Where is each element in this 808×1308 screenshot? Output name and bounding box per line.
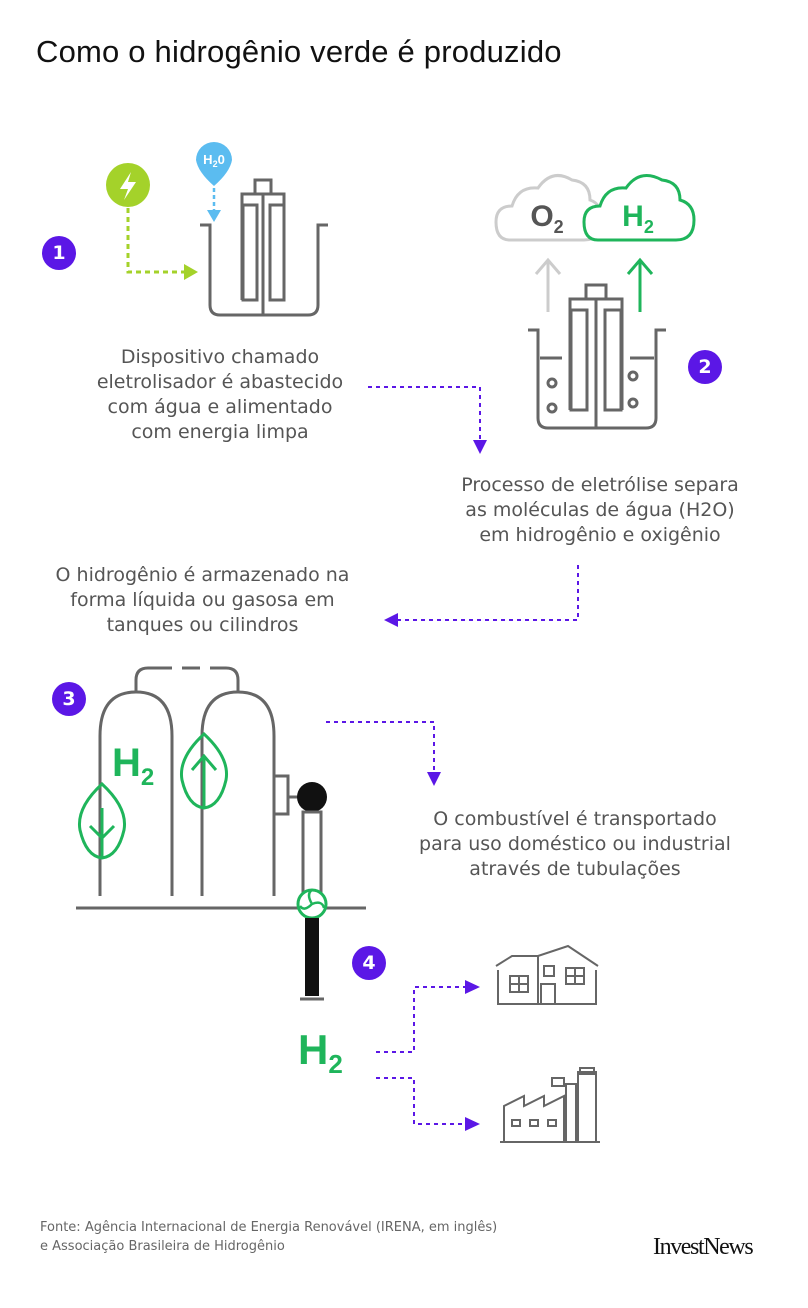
electrolyzer-icon <box>200 178 328 317</box>
lightning-icon <box>106 163 150 207</box>
water-drop-icon: H20 <box>196 142 232 186</box>
step-3-description: O hidrogênio é armazenado na forma líqui… <box>55 564 350 636</box>
step-badge-4: 4 <box>352 946 386 980</box>
step-1-description: Dispositivo chamado eletrolisador é abas… <box>96 346 344 443</box>
oxygen-rise-arrow <box>534 257 562 312</box>
svg-text:O2: O2 <box>530 200 563 237</box>
house-icon <box>495 944 599 1005</box>
leaf-up-icon <box>179 731 229 810</box>
flow-arrow-3-4 <box>326 721 435 772</box>
leaf-down-icon <box>77 781 127 860</box>
step-2-description: Processo de eletrólise separa as molécul… <box>461 474 739 546</box>
flow-arrow-1-2 <box>368 386 481 440</box>
tank-hydrogen-label: H2 <box>112 741 154 791</box>
factory-icon <box>500 1067 600 1143</box>
flow-arrow-2-3 <box>398 565 579 621</box>
pipeline-icon <box>296 782 328 1001</box>
step-badge-1: 1 <box>42 236 76 270</box>
electrolysis-cell-icon <box>528 283 666 430</box>
step-badge-2: 2 <box>688 350 722 384</box>
brand-logo: InvestNews <box>653 1234 754 1260</box>
step-badge-3: 3 <box>52 682 86 716</box>
hydrogen-cloud-icon: H2 <box>582 174 696 242</box>
pipeline-hydrogen-label: H2 <box>298 1026 343 1079</box>
flow-arrow-home <box>376 986 465 1053</box>
energy-feed-arrow <box>126 208 186 274</box>
step-4-description: O combustível é transportado para uso do… <box>419 808 731 880</box>
page-title: Como o hidrogênio verde é produzido <box>36 34 562 69</box>
svg-text:H2: H2 <box>622 200 654 237</box>
source-note: Fonte: Agência Internacional de Energia … <box>40 1220 498 1254</box>
flow-arrow-industry <box>376 1077 465 1125</box>
hydrogen-rise-arrow <box>626 257 654 312</box>
svg-text:H20: H20 <box>203 152 225 169</box>
